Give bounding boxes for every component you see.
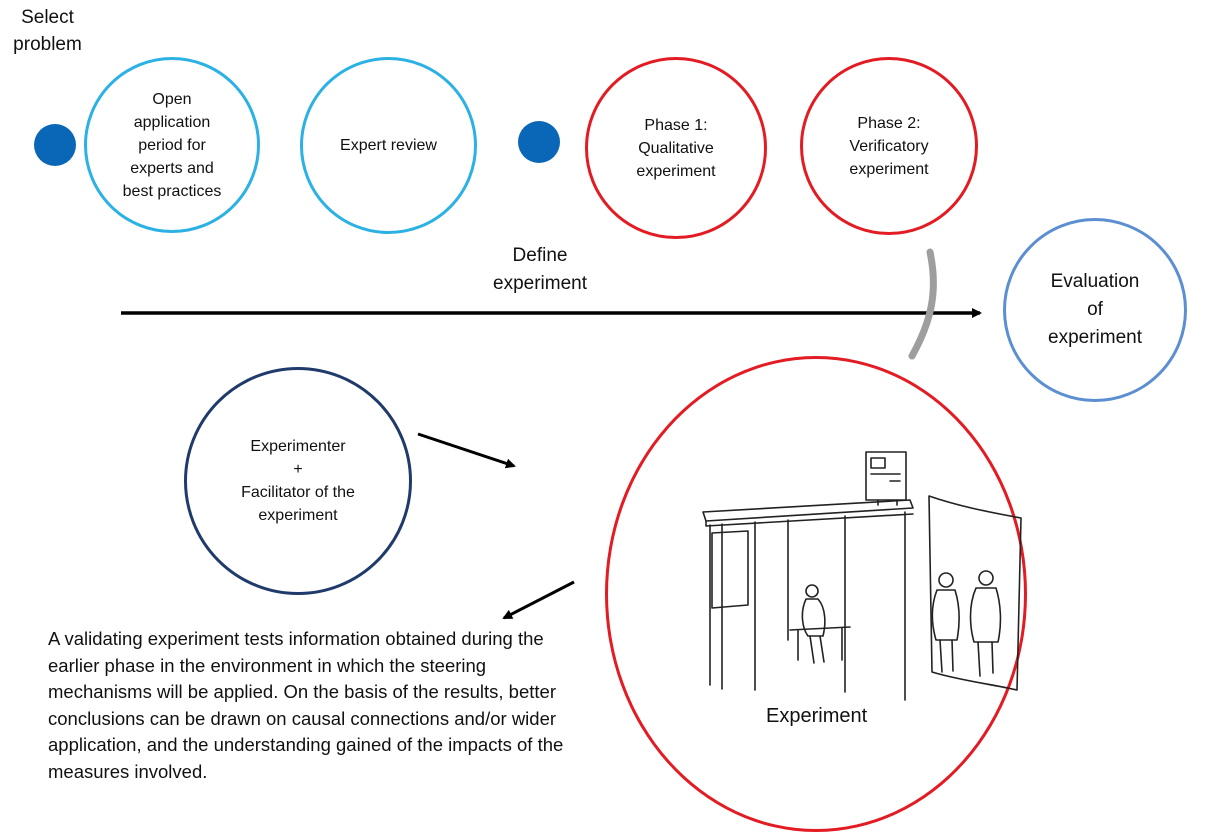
phase1-text: Phase 1: Qualitative experiment [636,116,716,180]
experimenter-circle: Experimenter + Facilitator of the experi… [184,367,412,595]
phase1-circle: Phase 1: Qualitative experiment [585,57,767,239]
description-arrow [502,580,575,620]
open-application-circle: Open application period for experts and … [84,57,260,233]
define-experiment-label: Define experiment [493,245,587,294]
experiment-label: Experiment [766,705,868,727]
experiment-circle [605,356,1027,832]
expert-review-circle: Expert review [300,57,477,234]
experiment-description: A validating experiment tests informatio… [48,628,564,782]
phase2-text: Phase 2: Verificatory experiment [849,114,929,178]
start-dot-icon [34,124,76,166]
middle-dot-icon [518,121,560,163]
evaluation-circle: Evaluation of experiment [1003,218,1187,402]
evaluation-text: Evaluation of experiment [1048,271,1142,348]
experimenter-text: Experimenter + Facilitator of the experi… [241,438,355,524]
expert-review-text: Expert review [340,137,437,154]
phase2-circle: Phase 2: Verificatory experiment [800,57,978,235]
open-application-text: Open application period for experts and … [122,90,222,200]
select-problem-label: Select problem [13,7,82,55]
bus-stop-sketch-icon [702,451,1022,701]
experimenter-arrow [417,432,516,469]
phase2-connector [908,248,937,360]
